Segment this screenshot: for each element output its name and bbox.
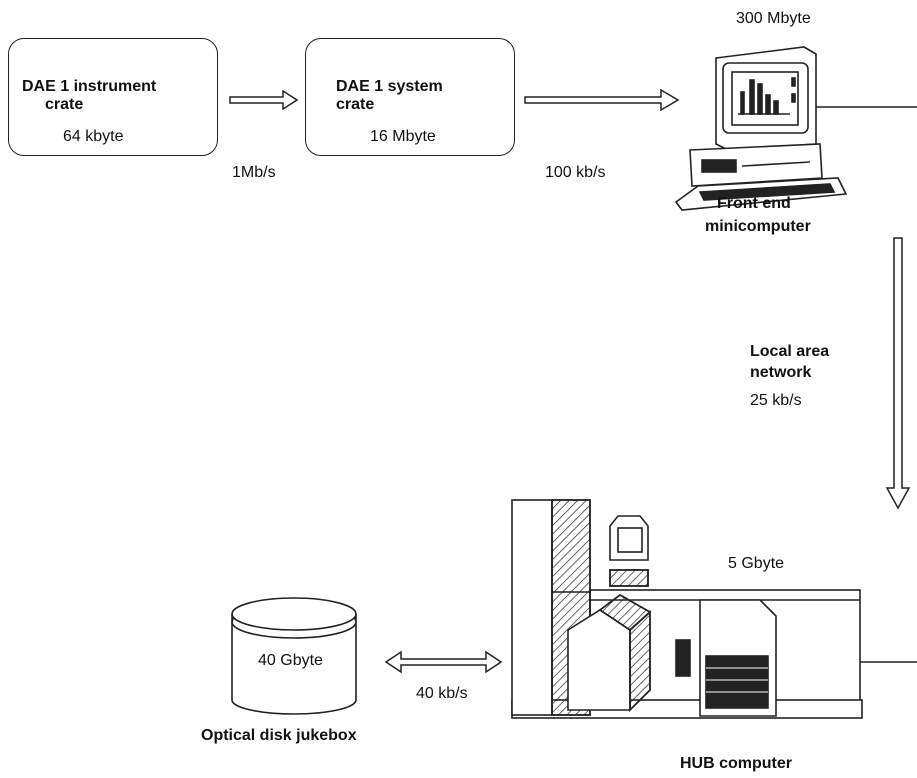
system-crate-capacity: 16 Mbyte	[370, 128, 436, 146]
arrow-system-to-frontend	[525, 90, 678, 110]
instrument-crate-capacity: 64 kbyte	[63, 128, 123, 146]
hub-computer-icon	[512, 500, 917, 718]
instrument-crate-title-line2: crate	[45, 96, 83, 114]
lan-label-line1: Local area	[750, 343, 829, 361]
link-rate-system-frontend: 100 kb/s	[545, 164, 605, 182]
jukebox-capacity: 40 Gbyte	[258, 652, 323, 670]
link-rate-instrument-system: 1Mb/s	[232, 164, 276, 182]
hub-label: HUB computer	[680, 755, 792, 773]
system-crate-title-line2: crate	[336, 96, 374, 114]
frontend-capacity: 300 Mbyte	[736, 10, 811, 28]
arrow-lan-down	[887, 238, 909, 508]
frontend-label-line2: minicomputer	[705, 218, 811, 236]
arrow-jukebox-hub	[386, 652, 501, 672]
frontend-label-line1: Front end	[717, 195, 791, 213]
instrument-crate-title-line1: DAE 1 instrument	[22, 78, 156, 96]
link-rate-jukebox-hub: 40 kb/s	[416, 685, 468, 703]
frontend-computer-icon	[676, 47, 917, 210]
lan-rate: 25 kb/s	[750, 392, 802, 410]
hub-capacity: 5 Gbyte	[728, 555, 784, 573]
lan-label-line2: network	[750, 364, 811, 382]
system-crate-title-line1: DAE 1 system	[336, 78, 443, 96]
arrow-instrument-to-system	[230, 91, 297, 109]
jukebox-label: Optical disk jukebox	[201, 727, 357, 745]
